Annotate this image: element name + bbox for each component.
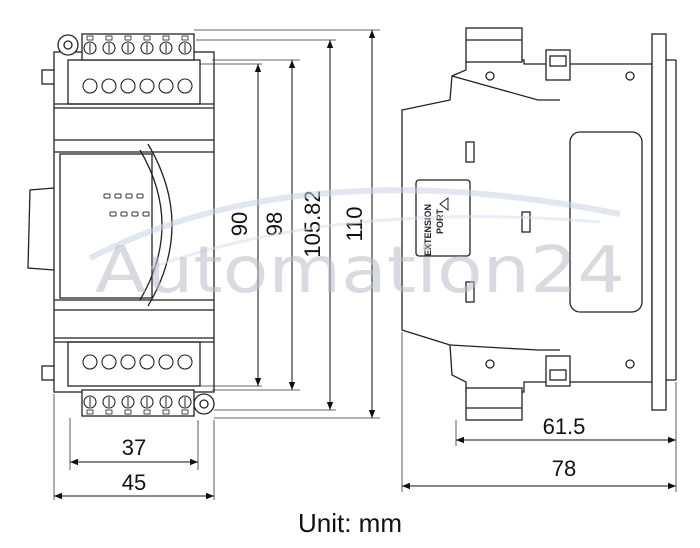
bottom-terminal-screw [139, 354, 155, 370]
top-strip-terminal-opening [143, 35, 151, 41]
top-strip-terminal-opening [181, 35, 189, 41]
bottom-terminal-screw [158, 354, 174, 370]
bottom-strip-terminal-opening [162, 409, 170, 415]
top-strip-terminal-opening [86, 35, 94, 41]
dim-label-45: 45 [122, 470, 146, 495]
top-terminal-screw [158, 78, 174, 94]
bottom-terminal-screw [82, 354, 98, 370]
side-dimension-lines [402, 436, 676, 490]
bottom-strip-terminal-opening [105, 409, 113, 415]
top-terminal-screw [139, 78, 155, 94]
status-led [103, 193, 111, 199]
bottom-strip-terminal-opening [181, 409, 189, 415]
status-leds [103, 193, 150, 217]
top-terminal-screw [177, 78, 193, 94]
top-strip-terminal-opening [162, 35, 170, 41]
bottom-terminal-screw [101, 354, 117, 370]
top-terminal-screw [120, 78, 136, 94]
status-led [136, 193, 144, 199]
side-view [401, 27, 677, 421]
status-led [131, 211, 139, 217]
port-label: PORT [435, 208, 445, 234]
top-strip-terminal-opening [105, 35, 113, 41]
terminal-screws [82, 35, 193, 415]
top-strip-terminal-opening [124, 35, 132, 41]
dim-label-90: 90 [227, 212, 252, 236]
top-terminal-screw [101, 78, 117, 94]
bottom-terminal-screw [177, 354, 193, 370]
bottom-terminal-screw [120, 354, 136, 370]
bottom-strip-terminal-opening [143, 409, 151, 415]
top-terminal-screw [82, 78, 98, 94]
watermark-text: Automation24 [95, 234, 625, 308]
status-led [142, 211, 150, 217]
dim-label-78: 78 [552, 456, 576, 481]
dim-label-105-82: 105.82 [300, 190, 325, 257]
bottom-strip-terminal-opening [124, 409, 132, 415]
status-led [120, 211, 128, 217]
status-led [125, 193, 133, 199]
watermark: Automation24 [88, 187, 625, 308]
dim-label-37: 37 [122, 435, 146, 460]
extension-port-label: EXTENSION [423, 204, 433, 256]
dim-label-61-5: 61.5 [543, 414, 586, 439]
status-led [109, 211, 117, 217]
bottom-strip-terminal-opening [86, 409, 94, 415]
unit-label: Unit: mm [298, 508, 402, 538]
status-led [114, 193, 122, 199]
